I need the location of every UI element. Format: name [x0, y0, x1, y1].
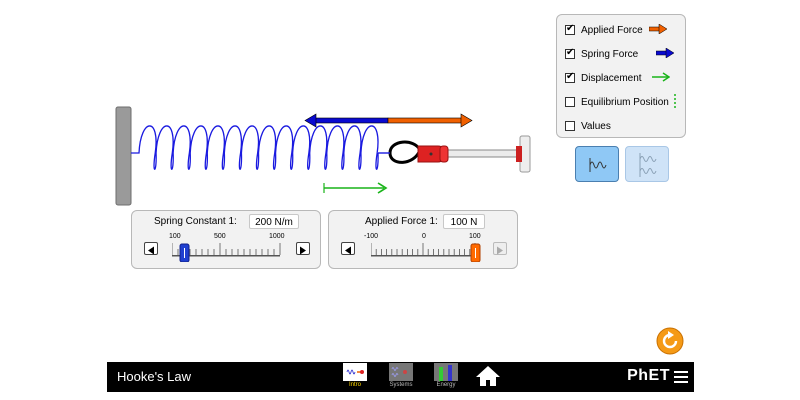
- spring-constant-slider[interactable]: [172, 242, 284, 262]
- applied-force-decrement-button[interactable]: [341, 242, 355, 255]
- applied-force-title: Applied Force 1:: [365, 216, 438, 227]
- applied-force-slider[interactable]: [371, 242, 483, 262]
- spring: [131, 125, 379, 171]
- navigation-bar: Hooke's Law Intro Systems Energy PhET: [107, 362, 694, 392]
- checkbox-icon[interactable]: [565, 47, 575, 59]
- tick-label: 100: [469, 233, 481, 240]
- checkbox-icon[interactable]: [565, 23, 575, 35]
- applied-force-increment-button[interactable]: [493, 242, 507, 255]
- displacement-arrow-icon: [651, 71, 670, 85]
- spring-constant-value: 200 N/m: [249, 214, 299, 229]
- home-icon: [476, 366, 500, 386]
- equilibrium-line-icon: [673, 93, 677, 111]
- slider-track: [371, 255, 475, 257]
- intro-screen-icon: [343, 363, 367, 381]
- tick-label: 100: [169, 233, 181, 240]
- two-springs-scene-button[interactable]: [625, 146, 669, 182]
- phet-logo[interactable]: PhET: [627, 367, 670, 384]
- slider-thumb[interactable]: [470, 243, 481, 262]
- equilibrium-position-checkbox[interactable]: Equilibrium Position: [565, 93, 677, 111]
- wall: [115, 106, 132, 206]
- slider-track: [172, 255, 280, 257]
- spring-constant-control: Spring Constant 1: 200 N/m 100 500 1000: [131, 210, 321, 269]
- applied-force-arrow: [387, 113, 473, 128]
- spring-hook: [378, 140, 422, 164]
- intro-screen-button[interactable]: Intro: [340, 363, 370, 388]
- tick-label: 0: [422, 233, 426, 240]
- applied-force-checkbox[interactable]: Applied Force: [565, 21, 668, 39]
- spring-constant-title: Spring Constant 1:: [154, 216, 237, 227]
- energy-screen-button[interactable]: Energy: [431, 363, 461, 388]
- spring-force-checkbox[interactable]: Spring Force: [565, 45, 675, 63]
- play-area: [115, 106, 684, 355]
- gripper[interactable]: [417, 145, 449, 163]
- tick-label: -100: [364, 233, 379, 240]
- checkbox-icon[interactable]: [565, 97, 575, 107]
- applied-force-value: 100 N: [443, 214, 485, 229]
- spring-force-arrow: [304, 113, 389, 128]
- single-spring-icon: [589, 158, 607, 172]
- applied-force-arrow-icon: [648, 23, 668, 37]
- systems-screen-icon: [389, 363, 413, 381]
- visibility-panel: Applied Force Spring Force Displacement …: [556, 14, 686, 138]
- applied-force-control: Applied Force 1: 100 N -100 0 100: [328, 210, 518, 269]
- robotic-arm[interactable]: [445, 135, 531, 173]
- home-button[interactable]: [473, 365, 503, 392]
- reset-all-button[interactable]: [656, 327, 684, 355]
- slider-ticks: [371, 243, 476, 255]
- spring-constant-increment-button[interactable]: [296, 242, 310, 255]
- app-title: Hooke's Law: [117, 369, 192, 384]
- tick-label: 1000: [269, 233, 285, 240]
- checkbox-icon[interactable]: [565, 121, 575, 131]
- values-checkbox[interactable]: Values: [565, 117, 611, 135]
- tick-label: 500: [214, 233, 226, 240]
- spring-constant-decrement-button[interactable]: [144, 242, 158, 255]
- menu-icon[interactable]: [674, 371, 688, 383]
- checkbox-icon[interactable]: [565, 71, 575, 83]
- displacement-arrow: [323, 182, 388, 194]
- systems-screen-button[interactable]: Systems: [386, 363, 416, 388]
- one-spring-scene-button[interactable]: [575, 146, 619, 182]
- displacement-checkbox[interactable]: Displacement: [565, 69, 670, 87]
- slider-thumb[interactable]: [179, 243, 190, 262]
- parallel-springs-icon: [639, 153, 657, 177]
- spring-force-arrow-icon: [656, 47, 675, 61]
- energy-screen-icon: [434, 363, 458, 381]
